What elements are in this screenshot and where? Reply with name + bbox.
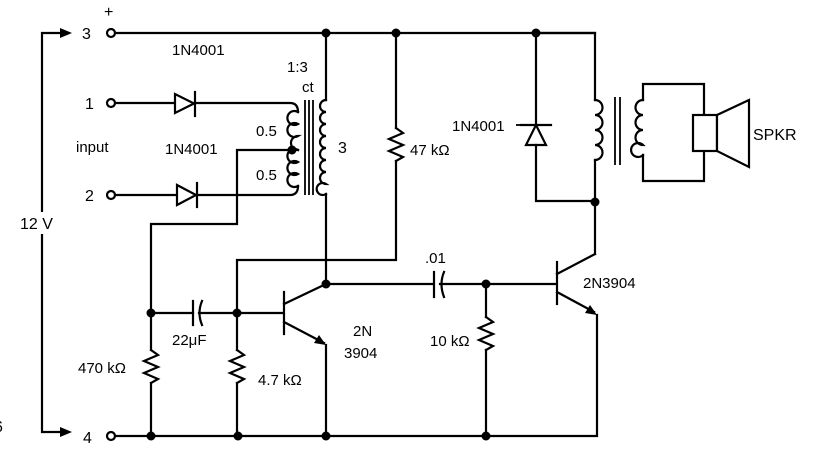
transistor-q1-label-1: 2N bbox=[353, 323, 372, 340]
terminal-4[interactable] bbox=[105, 430, 117, 442]
primary-bottom-label: 0.5 bbox=[256, 167, 277, 184]
edge-mark: 6 bbox=[0, 419, 3, 436]
wire bbox=[193, 101, 300, 114]
supply-polarity-label: + bbox=[104, 4, 113, 21]
resistor-4-7k bbox=[227, 348, 247, 385]
input-label: input bbox=[76, 139, 109, 156]
wire bbox=[534, 143, 597, 203]
supply-label-bg bbox=[10, 212, 50, 234]
secondary-label: 3 bbox=[338, 140, 347, 157]
speaker-icon[interactable] bbox=[691, 98, 751, 169]
wire bbox=[641, 149, 706, 183]
resistor-10k bbox=[476, 315, 496, 352]
capacitor-01-label: .01 bbox=[425, 250, 446, 267]
terminal-2[interactable] bbox=[105, 189, 117, 201]
junction-dot bbox=[590, 197, 600, 207]
output-transformer bbox=[593, 97, 646, 165]
primary-top-label: 0.5 bbox=[256, 123, 277, 140]
resistor-47k bbox=[386, 126, 406, 163]
supply-voltage-label: 12 V bbox=[20, 216, 53, 233]
transistor-q1 bbox=[282, 282, 328, 345]
resistor-4-7k-label: 4.7 kΩ bbox=[258, 372, 302, 389]
diode-d1 bbox=[173, 90, 197, 118]
wire bbox=[235, 159, 398, 315]
terminal-1[interactable] bbox=[105, 97, 117, 109]
transistor-q2-label: 2N3904 bbox=[583, 275, 636, 292]
resistor-47k-label: 47 kΩ bbox=[410, 142, 450, 159]
terminal-3-label: 3 bbox=[82, 26, 91, 43]
transformer-ratio-label: 1:3 bbox=[287, 59, 308, 76]
speaker-label: SPKR bbox=[753, 127, 797, 144]
transistor-q2 bbox=[555, 252, 597, 315]
ground-rail bbox=[113, 313, 599, 438]
resistor-470k bbox=[141, 348, 161, 385]
diode-d1-label: 1N4001 bbox=[172, 42, 225, 59]
terminal-1-label: 1 bbox=[85, 96, 94, 113]
diode-d2 bbox=[175, 181, 199, 209]
diode-d2-label: 1N4001 bbox=[165, 141, 218, 158]
capacitor-22uf-label: 22μF bbox=[172, 332, 207, 349]
wire bbox=[534, 31, 597, 102]
terminal-3[interactable] bbox=[105, 27, 117, 39]
wire bbox=[641, 82, 706, 117]
resistor-10k-label: 10 kΩ bbox=[430, 333, 470, 350]
diode-d3-label: 1N4001 bbox=[452, 118, 505, 135]
diode-d3 bbox=[519, 122, 553, 147]
transformer-t1 bbox=[286, 98, 330, 197]
wire bbox=[149, 148, 294, 315]
terminal-4-label: 4 bbox=[83, 430, 92, 447]
transformer-tap-label: ct bbox=[302, 79, 315, 96]
terminal-2-label: 2 bbox=[85, 188, 94, 205]
wire bbox=[195, 184, 300, 197]
transistor-q1-label-2: 3904 bbox=[344, 345, 377, 362]
resistor-470k-label: 470 kΩ bbox=[78, 360, 126, 377]
